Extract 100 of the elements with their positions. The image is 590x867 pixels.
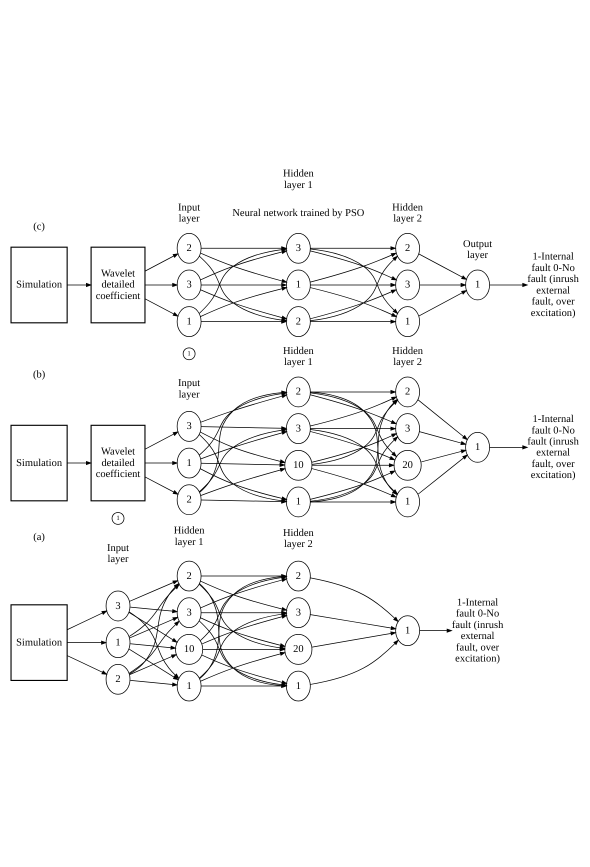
arrow xyxy=(310,282,396,288)
node-circle: 10 xyxy=(175,634,204,665)
arrow xyxy=(310,390,396,394)
arrow xyxy=(310,256,398,322)
arrow xyxy=(418,454,468,495)
node-ellipse: 1 xyxy=(465,270,490,300)
node-ellipse: 1 xyxy=(395,615,420,646)
node-ellipse: 1 xyxy=(286,670,311,702)
arrow xyxy=(312,631,397,648)
node-ellipse: 3 xyxy=(286,597,311,628)
node-circle: 10 xyxy=(284,450,312,481)
node-ellipse: 1 xyxy=(176,670,202,702)
arrow xyxy=(130,680,178,687)
node-ellipse: 3 xyxy=(286,413,311,444)
label: Hidden layer 2 xyxy=(282,528,314,550)
node-text: 1-Internal fault 0-No fault (inrush external fault, over excitation) xyxy=(452,597,504,664)
arrow xyxy=(310,426,396,431)
arrow xyxy=(66,610,108,630)
arrow xyxy=(310,248,398,314)
node-box: Wavelet detailed coefficient xyxy=(90,424,146,502)
node-ellipse: 3 xyxy=(286,232,311,264)
node-ellipse: 1 xyxy=(286,486,311,518)
arrow xyxy=(419,628,453,633)
node-ellipse: 1 xyxy=(395,486,420,518)
node-circle: 20 xyxy=(394,450,422,481)
node-ellipse: 3 xyxy=(176,270,202,300)
arrow xyxy=(418,290,468,316)
arrow xyxy=(312,463,395,468)
node-ellipse: 3 xyxy=(395,270,420,300)
arrow xyxy=(310,640,399,685)
label: Hidden layer 2 xyxy=(392,202,424,225)
arrow xyxy=(66,460,92,466)
label: (a) xyxy=(33,532,45,543)
arrow xyxy=(130,606,178,614)
arrow xyxy=(310,614,397,630)
arrow xyxy=(200,468,286,496)
node-ellipse: 2 xyxy=(286,560,311,592)
node-ellipse: 2 xyxy=(176,484,202,516)
arrow xyxy=(418,399,468,440)
node-ellipse: 1 xyxy=(395,306,420,337)
arrow xyxy=(200,426,288,430)
node-ellipse: 1 xyxy=(176,448,202,478)
arrow xyxy=(419,431,467,446)
arrow xyxy=(129,616,179,638)
node-ellipse: 2 xyxy=(395,376,420,408)
node-ellipse: 1 xyxy=(465,432,490,463)
arrow xyxy=(489,445,528,450)
arrow xyxy=(66,282,92,288)
arrow xyxy=(144,476,179,495)
arrow xyxy=(144,298,179,317)
node-ellipse: 1 xyxy=(176,306,202,337)
label: Neural network trained by PSO xyxy=(232,208,364,219)
label: Input layer xyxy=(106,542,130,565)
arrow xyxy=(144,431,179,450)
label: Input layer xyxy=(178,378,200,400)
label: Hidden layer 2 xyxy=(392,346,424,368)
arrow xyxy=(310,500,396,504)
node-text: 1-Internal fault 0-No fault (inrush external fault, over excitation) xyxy=(527,414,579,482)
arrow xyxy=(200,394,288,423)
node-box: Simulation xyxy=(10,424,68,502)
node-ellipse: 2 xyxy=(395,232,420,264)
node-ellipse: 2 xyxy=(286,306,311,337)
node-ellipse: 1 xyxy=(286,270,311,300)
arrow xyxy=(200,282,288,288)
arrow xyxy=(128,620,180,674)
node-ellipse: 2 xyxy=(176,560,202,592)
label: Hidden layer 1 xyxy=(282,346,314,368)
arrow xyxy=(310,578,399,622)
label: (c) xyxy=(33,221,45,232)
node-ellipse: 3 xyxy=(176,597,202,628)
arrow xyxy=(144,253,179,272)
node-text: 1-Internal fault 0-No fault (inrush external fault, over excitation) xyxy=(527,252,579,319)
arrow xyxy=(420,449,467,462)
arrow xyxy=(66,655,108,675)
arrow xyxy=(310,320,396,324)
node-box: Simulation xyxy=(10,604,68,681)
arrow xyxy=(128,611,180,679)
arrow xyxy=(128,612,178,643)
label: (b) xyxy=(32,370,46,381)
label: Hidden layer 1 xyxy=(282,168,314,191)
node-circle: 20 xyxy=(284,634,312,665)
node-ellipse: 2 xyxy=(106,664,130,695)
arrow xyxy=(489,282,528,288)
arrow xyxy=(419,282,467,288)
arrow xyxy=(66,640,108,645)
node-ellipse: 3 xyxy=(176,411,202,442)
node-ellipse: 2 xyxy=(286,376,311,408)
arrow xyxy=(200,462,286,468)
arrow xyxy=(200,246,288,250)
node-ellipse: 3 xyxy=(106,590,130,622)
label: Input layer xyxy=(178,202,200,225)
arrow xyxy=(418,254,468,280)
node-box: Wavelet detailed coefficient xyxy=(90,246,146,324)
arrow xyxy=(130,643,177,650)
arrow xyxy=(310,246,396,250)
arrow xyxy=(202,647,286,652)
arrow xyxy=(144,460,178,466)
node-ellipse: 2 xyxy=(176,232,202,264)
node-ellipse: 3 xyxy=(395,413,420,444)
label: Output layer xyxy=(463,238,492,262)
